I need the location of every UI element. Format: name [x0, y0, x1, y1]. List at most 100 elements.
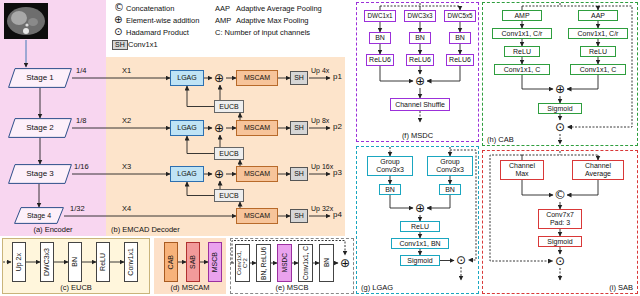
- feature-label: X4: [122, 205, 131, 213]
- node-text: SH: [294, 212, 304, 220]
- output-arrow: [420, 111, 421, 122]
- layer-box: ReLU: [400, 221, 440, 232]
- layer-box: Channel Shuffle: [390, 98, 450, 111]
- layer-box: Conv1x1, C/r: [568, 28, 628, 39]
- connector: [522, 75, 553, 89]
- connector: [598, 57, 599, 64]
- layer-box: Conv1x1, C*2: [235, 244, 250, 282]
- connector: [598, 39, 599, 46]
- abbreviation-meaning: Adaptive Average Pooling: [236, 5, 322, 13]
- connector: [560, 202, 561, 209]
- node-text: MSCAM: [244, 74, 270, 82]
- operator-symbol: ⊕: [212, 71, 226, 85]
- lgag-panel: (g) LGAGGroup Conv3x3Group Conv3x3BNBN⊕R…: [356, 146, 479, 294]
- legend-sample: ⊙: [114, 27, 122, 37]
- layer-box: BN: [319, 244, 334, 282]
- mscb-panel: (e) MSCBConv1x1, C*2BN, ReLU6MSDCConv1x1…: [230, 238, 354, 294]
- layer-box: ReLU: [504, 46, 540, 57]
- connector: [313, 263, 319, 264]
- upsample-label: Up 8x: [311, 117, 329, 125]
- skip-line: [232, 241, 345, 264]
- panel-title: (a) Encoder: [33, 226, 72, 234]
- connector: [522, 21, 523, 28]
- connector: [40, 138, 41, 164]
- node-text: Group Conv3x3: [429, 158, 471, 173]
- panel-title: (h) CAB: [487, 136, 514, 144]
- decoder-panel: (b) EMCAD DecoderLGAG⊕MSCAMSHEUCBLGAG⊕MS…: [106, 57, 345, 236]
- connector: [271, 263, 277, 264]
- layer-box: DWC5x5: [444, 10, 476, 22]
- output-label: p3: [333, 169, 342, 178]
- node-text: BN: [385, 186, 395, 194]
- gate-box: LGAG: [170, 70, 204, 86]
- connector: [54, 262, 68, 263]
- node-text: Conv1x1, C: [302, 246, 309, 280]
- input-line: [522, 6, 598, 10]
- connector: [187, 136, 214, 154]
- layer-box: CAB: [164, 242, 178, 282]
- static-wires: [3, 3, 632, 280]
- connector: [380, 66, 413, 81]
- stage-parallelogram: Stage 3: [8, 164, 72, 184]
- node-text: ⊕: [555, 83, 565, 95]
- input-line: [390, 147, 391, 156]
- connector: [390, 176, 391, 184]
- layer-box: SAB: [186, 242, 200, 282]
- layer-box: MSCB: [208, 242, 222, 282]
- layer-box: ReLU6: [406, 54, 434, 66]
- input-line: [450, 147, 451, 156]
- connector: [240, 202, 241, 208]
- feature-label: X1: [122, 67, 131, 75]
- node-text: Stage 1: [26, 74, 54, 83]
- scale-label: 1/8: [76, 117, 86, 125]
- upsample-box: EUCB: [214, 147, 244, 160]
- node-text: ⊕: [214, 72, 224, 84]
- connector: [450, 176, 451, 184]
- output-arrow: [560, 134, 561, 144]
- panel-title: (g) LGAG: [361, 284, 393, 292]
- scale-label: 1/4: [76, 67, 86, 75]
- legend-text: Element-wise addition: [126, 17, 199, 25]
- input-line: [380, 6, 460, 10]
- node-text: Stage 2: [26, 124, 54, 133]
- node-text: ReLU6: [369, 56, 391, 64]
- parallelogram-shape: [15, 208, 64, 224]
- layer-box: AAP: [578, 10, 618, 21]
- parallelogram-shape: [9, 165, 72, 184]
- node-text: MSCAM: [244, 124, 270, 132]
- panel-title: (i) SAB: [609, 284, 633, 292]
- node-text: Stage 3: [26, 170, 54, 179]
- connector: [278, 128, 290, 129]
- input-line: [522, 3, 598, 6]
- upsample-label: Up 4x: [311, 67, 329, 75]
- output-label: p1: [333, 73, 342, 82]
- node-text: AAP: [591, 12, 605, 20]
- connector: [204, 128, 212, 129]
- connector: [460, 22, 461, 32]
- input-line: [522, 155, 598, 160]
- node-text: ReLU: [589, 48, 607, 56]
- node-text: MSDC: [281, 253, 288, 272]
- node-text: DWC5x5: [447, 13, 472, 20]
- connector: [278, 78, 290, 79]
- layer-box: ReLU6: [446, 54, 474, 66]
- mscam-panel: (d) MSCAMCABSABMSCB: [154, 238, 226, 294]
- connector: [460, 44, 461, 54]
- connector: [420, 88, 421, 98]
- connector: [226, 78, 236, 79]
- layer-box: Up 2x: [12, 242, 26, 282]
- node-text: ⊕: [214, 168, 224, 180]
- layer-box: Conv1x1, C: [494, 64, 550, 75]
- connector: [200, 262, 208, 263]
- node-text: Stage 4: [27, 212, 51, 220]
- upsample-arrow: [309, 174, 330, 175]
- connector: [26, 262, 40, 263]
- node-text: Up 2x: [15, 253, 23, 271]
- node-text: Conv1x1, C: [504, 66, 541, 74]
- node-text: EUCB: [219, 150, 238, 158]
- segmentation-head: SH: [290, 71, 308, 85]
- node-text: Sigmoid: [547, 105, 572, 113]
- layer-box: BN, ReLU6: [256, 244, 271, 282]
- connector: [240, 160, 241, 166]
- connector: [82, 262, 96, 263]
